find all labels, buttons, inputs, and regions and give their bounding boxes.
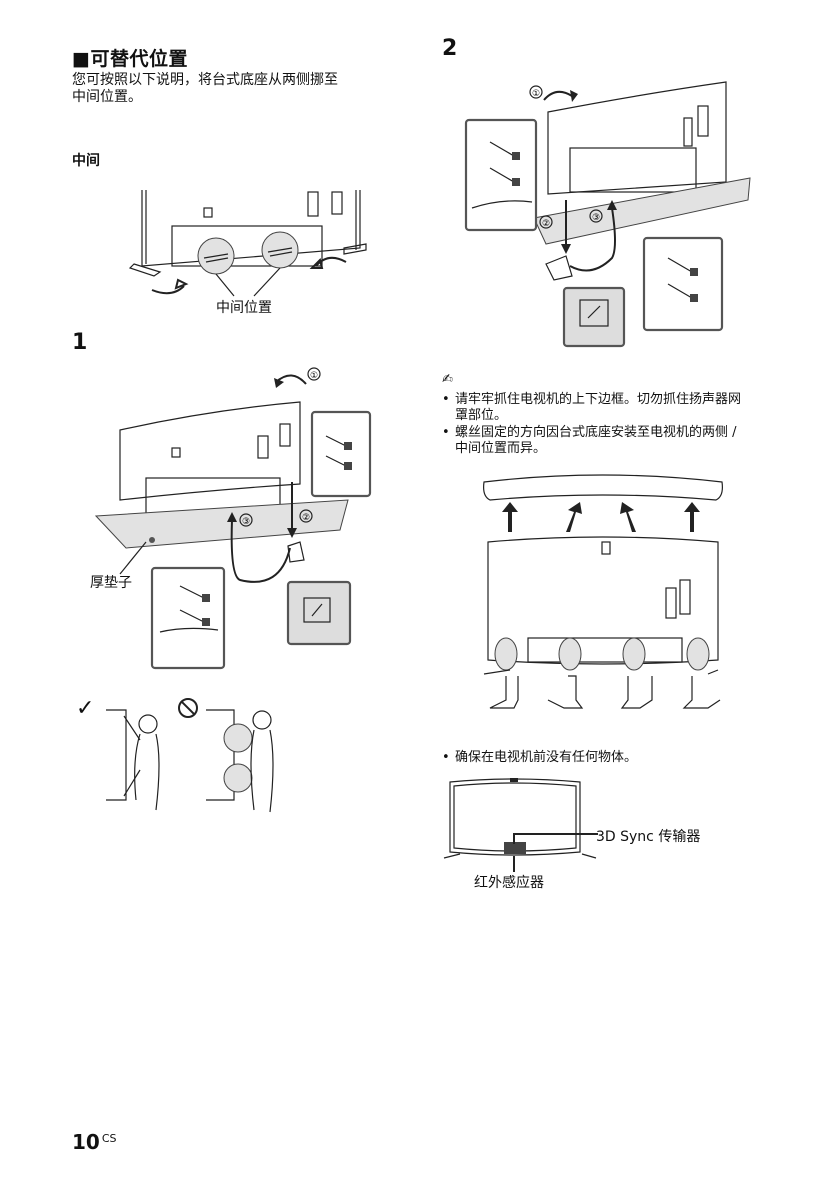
notes-list: 请牢牢抓住电视机的上下边框。切勿抓住扬声器网 罩部位。 螺丝固定的方向因台式底座…: [442, 392, 782, 458]
note-item-no-objects: 确保在电视机前没有任何物体。: [442, 750, 782, 766]
step-2-callout-3: ③: [592, 213, 600, 223]
intro-line-1: 您可按照以下说明，将台式底座从两侧挪至: [72, 72, 338, 88]
prohibit-icon: [178, 698, 198, 718]
intro-line-2: 中间位置。: [72, 89, 142, 105]
note-icon: ✍: [442, 372, 453, 387]
check-mark-icon: ✓: [76, 696, 95, 721]
ir-sensor-label: 红外感应器: [474, 875, 544, 891]
sensor-location-illustration: [443, 778, 598, 872]
step-2-illustration: ① ② ③: [464, 81, 751, 348]
step-1-callout-2: ②: [302, 513, 310, 523]
step-2-number: 2: [442, 36, 458, 61]
carry-wrong-illustration: [206, 709, 274, 813]
speaker-removal-illustration: [483, 474, 723, 709]
notes-list-2: 确保在电视机前没有任何物体。: [442, 750, 782, 767]
step-2-callout-2: ②: [542, 219, 550, 229]
thick-pad-label: 厚垫子: [90, 575, 132, 591]
page-suffix: CS: [101, 1132, 117, 1145]
section-title: ■可替代位置: [72, 48, 188, 70]
center-position-illustration: [128, 190, 367, 297]
step-1-callout-1: ①: [310, 371, 318, 381]
note-item-screw-direction: 螺丝固定的方向因台式底座安装至电视机的两侧 / 中间位置而异。: [442, 425, 782, 457]
step-1-callout-3: ③: [242, 517, 250, 527]
step-1-illustration: ① ② ③: [94, 367, 372, 670]
step-1-number: 1: [72, 330, 88, 355]
carry-correct-illustration: [106, 709, 160, 811]
3d-sync-label: 3D Sync 传输器: [596, 829, 701, 845]
step-2-callout-1: ①: [532, 89, 540, 99]
center-position-label: 中间位置: [216, 300, 272, 316]
note-item-grip: 请牢牢抓住电视机的上下边框。切勿抓住扬声器网 罩部位。: [442, 392, 782, 424]
subheading-center: 中间: [72, 153, 100, 169]
section-intro: 您可按照以下说明，将台式底座从两侧挪至 中间位置。: [72, 72, 402, 106]
